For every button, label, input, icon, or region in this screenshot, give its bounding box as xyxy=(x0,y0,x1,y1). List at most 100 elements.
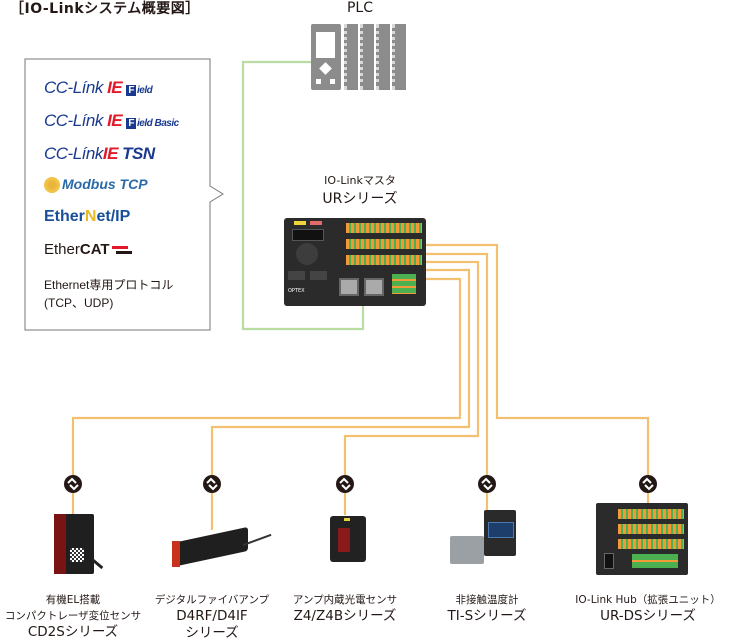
device-label-d4rf: デジタルファイバアンプ D4RF/D4IF シリーズ xyxy=(146,592,278,642)
thermometer-head xyxy=(450,536,484,564)
device-label-cd2s: 有機EL搭載 コンパクトレーザ変位センサ CD2Sシリーズ xyxy=(0,592,146,641)
terminal-block xyxy=(618,539,684,549)
protocol-main-text: Modbus TCP xyxy=(62,176,148,192)
device-series: CD2Sシリーズ xyxy=(27,624,119,640)
protocol-text: et/IP xyxy=(96,208,131,225)
dpad-button xyxy=(296,243,318,265)
power-terminal xyxy=(392,274,416,294)
protocol-ethercat: EtherCAT xyxy=(44,241,132,258)
device-label-urds: IO-Link Hub（拡張ユニット） UR-DSシリーズ xyxy=(568,592,728,625)
io-link-wire-cd2s xyxy=(71,277,462,480)
amp-body xyxy=(172,526,248,568)
protocol-cc-link-ie-tsn: CC-LínkIE TSN xyxy=(44,144,155,164)
protocol-text: N xyxy=(84,208,97,225)
device-label-z4: アンプ内蔵光電センサ Z4/Z4Bシリーズ xyxy=(280,592,410,625)
device-label-tis: 非接触温度計 TI-Sシリーズ xyxy=(422,592,552,625)
protocol-text: CAT xyxy=(79,241,110,258)
io-link-wire-urds xyxy=(425,243,650,480)
master-caption: IO-Linkマスタ xyxy=(324,174,396,187)
protocol-main-text: CC-Línk xyxy=(44,78,108,97)
protocol-ethernet-ip: EtherNet/IP xyxy=(44,208,130,226)
thermometer-controller xyxy=(484,510,516,556)
brand-logo: OPTEX xyxy=(288,288,305,294)
cancel-button xyxy=(288,271,305,280)
protocol-ie-mark: IE xyxy=(107,78,123,97)
plc-io-module xyxy=(392,24,406,90)
io-link-icon xyxy=(203,475,221,493)
oled-display xyxy=(292,229,324,241)
sensor-indicator xyxy=(344,518,350,521)
terminal-block xyxy=(618,524,684,534)
ur-ds-hub-image xyxy=(596,503,688,575)
d4rf-amplifier-image xyxy=(172,526,272,571)
device-description: 非接触温度計 xyxy=(455,594,519,606)
io-link-icon xyxy=(639,475,657,493)
z4-sensor-image xyxy=(330,516,366,562)
plc-button xyxy=(316,79,321,84)
protocol-modbus-tcp: Modbus TCP xyxy=(44,176,148,194)
terminal-block xyxy=(346,223,422,233)
device-series: UR-DSシリーズ xyxy=(600,608,696,624)
power-terminal xyxy=(632,554,678,568)
terminal-block xyxy=(346,255,422,265)
plc-device xyxy=(311,24,409,90)
protocol-ie-mark: IE xyxy=(102,144,119,163)
ethernet-port xyxy=(364,278,384,296)
connector-port xyxy=(604,553,614,569)
plc-cpu-module xyxy=(311,24,341,90)
protocol-text-line: Ethernet専用プロトコル xyxy=(44,278,174,292)
modbus-logo-icon xyxy=(44,177,60,194)
master-series: URシリーズ xyxy=(322,191,398,207)
device-description: コンパクトレーザ変位センサ xyxy=(4,610,142,622)
plc-button xyxy=(330,79,335,84)
plc-io-module xyxy=(344,24,358,90)
io-link-icon xyxy=(64,475,82,493)
io-link-icon xyxy=(478,475,496,493)
amp-red-side xyxy=(172,541,180,567)
field-mark: F xyxy=(126,118,136,129)
terminal-block xyxy=(346,239,422,249)
device-series: シリーズ xyxy=(185,625,239,641)
cd2s-sensor-image xyxy=(54,514,104,574)
device-series: Z4/Z4Bシリーズ xyxy=(293,608,397,624)
protocol-suffix: TSN xyxy=(122,144,155,163)
alarm-indicator xyxy=(310,221,322,225)
terminal-block xyxy=(618,509,684,519)
device-description: IO-Link Hub（拡張ユニット） xyxy=(575,594,721,606)
protocol-text: Ether xyxy=(44,241,80,258)
device-series: TI-Sシリーズ xyxy=(447,608,527,624)
callout-border xyxy=(24,58,224,331)
plc-label: PLC xyxy=(346,0,374,16)
power-indicator xyxy=(294,221,306,225)
thermometer-display xyxy=(488,522,514,538)
io-link-wire-d4rf xyxy=(210,268,471,480)
enter-button xyxy=(310,271,327,280)
protocol-main-text: CC-Línk xyxy=(44,111,108,130)
ur-master-device: OPTEX xyxy=(284,218,426,306)
plc-dpad-icon xyxy=(319,62,332,75)
protocol-suffix: ield xyxy=(136,85,153,96)
plc-display xyxy=(316,32,335,58)
qr-code xyxy=(70,548,84,562)
plc-io-module xyxy=(360,24,374,90)
ethernet-wire xyxy=(241,60,365,331)
diagram-title: ［IO-Linkシステム概要図］ xyxy=(10,1,200,17)
ethercat-arrow-icon xyxy=(111,246,132,255)
field-mark: F xyxy=(126,85,136,96)
io-link-wire-tis xyxy=(425,252,489,480)
protocol-text: Ether xyxy=(44,208,85,225)
io-link-wire-z4 xyxy=(343,260,480,480)
sensor-lens xyxy=(338,528,350,552)
ti-s-thermometer-image xyxy=(450,510,522,572)
device-description: デジタルファイバアンプ xyxy=(154,594,270,606)
device-description: 有機EL搭載 xyxy=(45,594,101,606)
device-series: D4RF/D4IF xyxy=(176,608,248,624)
plc-io-module xyxy=(376,24,390,90)
protocol-suffix: ield Basic xyxy=(136,118,179,129)
protocol-ethernet-dedicated: Ethernet専用プロトコル (TCP、UDP) xyxy=(44,276,173,312)
laser-window xyxy=(54,514,66,574)
ethernet-port xyxy=(339,278,359,296)
protocol-ie-mark: IE xyxy=(107,111,123,130)
